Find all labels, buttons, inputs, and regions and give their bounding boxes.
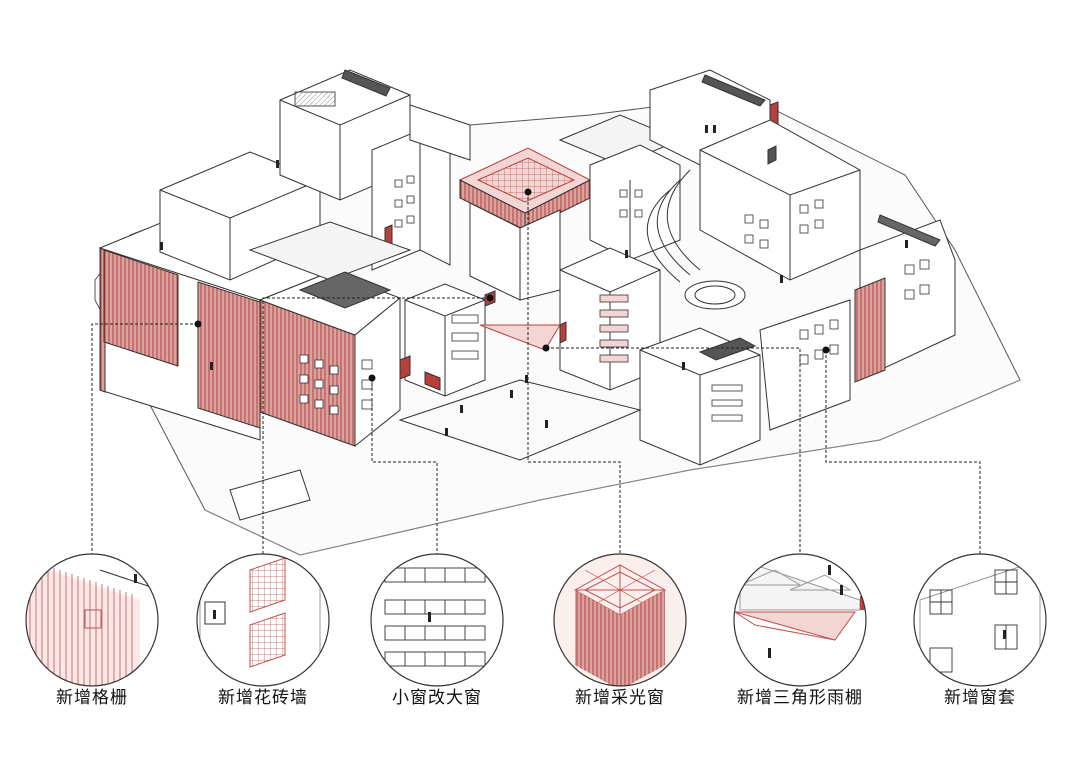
people-figures — [160, 125, 908, 436]
leader-window — [371, 378, 438, 555]
window-frame-detail — [913, 553, 1047, 687]
leader-grille — [91, 323, 198, 560]
red-grille-panel-left — [103, 249, 179, 367]
label-grille: 新增格栅 — [56, 688, 128, 708]
leader-skylight — [527, 192, 621, 555]
perforated-brick-wall-detail — [196, 553, 330, 687]
leader-window-frame — [825, 350, 981, 555]
label-window-frame: 新增窗套 — [944, 688, 1016, 708]
leader-brick-wall — [262, 297, 490, 560]
label-skylight: 新增采光窗 — [575, 688, 665, 708]
left-building-cluster — [98, 69, 496, 448]
leader-dots — [194, 188, 830, 382]
enlarged-window-detail — [370, 553, 504, 687]
label-brick-wall: 新增花砖墙 — [218, 688, 308, 708]
leader-lines — [91, 192, 981, 560]
left-windows — [299, 175, 479, 415]
right-windows — [599, 189, 930, 422]
right-building-cluster — [229, 69, 956, 521]
triangular-canopy-detail — [733, 553, 867, 687]
label-canopy: 新增三角形雨棚 — [737, 688, 863, 708]
center-skylight-building — [458, 147, 592, 351]
vertical-grille-detail — [25, 553, 159, 687]
label-enlarged-window: 小窗改大窗 — [392, 688, 482, 708]
skylight-detail — [553, 553, 687, 687]
leader-canopy — [546, 347, 801, 555]
